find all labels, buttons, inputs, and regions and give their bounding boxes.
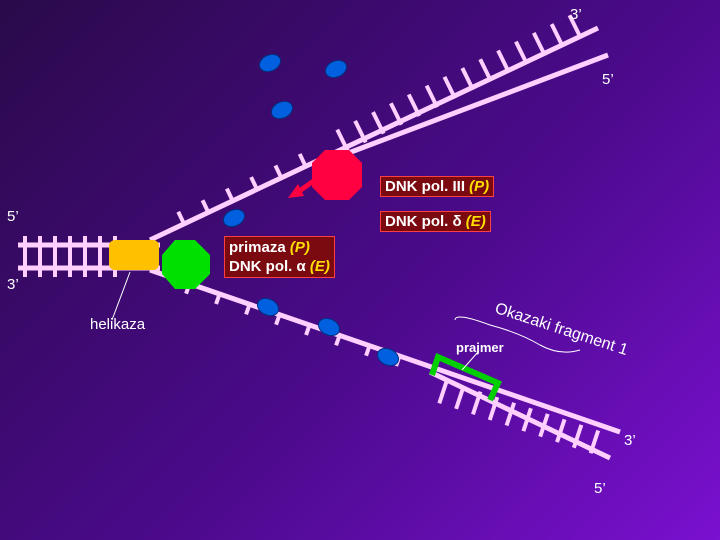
base-pair-rung [555, 418, 567, 443]
base-pair-rung [304, 323, 312, 336]
base-pair-rung [297, 153, 308, 168]
base-pair-rung [406, 93, 422, 117]
base-pair-rung [371, 111, 386, 135]
base-pair-rung [335, 128, 350, 153]
base-pair-rung [521, 407, 533, 432]
base-pair-rung [514, 40, 529, 65]
helicase-pointer [111, 271, 131, 321]
base-pair-rung [442, 75, 457, 100]
base-pair-rung [353, 119, 368, 144]
base-pair-rung [176, 210, 187, 226]
bottom-3-prime-end: 3’ [624, 432, 636, 449]
leading-strand-rungs [176, 14, 582, 226]
base-pair-rung [244, 302, 252, 315]
primase-enzyme [162, 240, 210, 289]
dna-pol-iii-enzyme [312, 150, 362, 200]
okazaki-brace [454, 316, 581, 353]
base-pair-rung [437, 379, 449, 404]
top-3-prime-end: 3’ [570, 6, 582, 23]
primer [429, 352, 503, 402]
dna-pol-delta-label: DNK pol. δ (E) [380, 211, 491, 232]
base-pair-rung [389, 102, 404, 126]
base-pair-rung [454, 385, 466, 410]
base-pair-rung [364, 343, 372, 357]
leading-strand [148, 25, 609, 243]
base-pair-rung [200, 199, 211, 214]
base-pair-rung [225, 187, 235, 203]
primase-pol-alpha-label: primaza (P) DNK pol. α (E) [224, 236, 335, 278]
primer-label: prajmer [456, 340, 504, 355]
left-3-prime-end: 3’ [7, 276, 19, 293]
base-pair-rung [214, 292, 222, 305]
base-pair-rung [478, 58, 493, 82]
bottom-5-prime-end: 5’ [594, 480, 606, 497]
dna-pol-iii-label: DNK pol. III (P) [380, 176, 495, 197]
base-pair-rung [334, 333, 342, 346]
lagging-strand-rungs [184, 281, 601, 454]
helicase-label: helikaza [90, 316, 146, 333]
helicase-enzyme [109, 240, 159, 270]
base-pair-rung [532, 31, 547, 56]
base-pair-rung [571, 424, 584, 449]
base-pair-rung [274, 312, 282, 326]
base-pair-rung [549, 23, 565, 47]
base-pair-rung [487, 396, 500, 421]
base-pair-rung [424, 84, 439, 109]
base-pair-rung [273, 164, 284, 180]
base-pair-rung [504, 402, 516, 427]
top-5-prime-end: 5’ [602, 71, 614, 88]
primer-pointer [461, 351, 479, 371]
left-5-prime-end: 5’ [7, 208, 19, 225]
base-pair-rung [249, 176, 259, 191]
base-pair-rung [471, 391, 483, 416]
ssb-proteins [222, 53, 400, 367]
base-pair-rung [496, 49, 511, 73]
base-pair-rung [567, 14, 582, 38]
base-pair-rung [588, 429, 601, 454]
base-pair-rung [460, 67, 475, 91]
base-pair-rung [538, 413, 550, 438]
direction-arrow [288, 177, 317, 198]
